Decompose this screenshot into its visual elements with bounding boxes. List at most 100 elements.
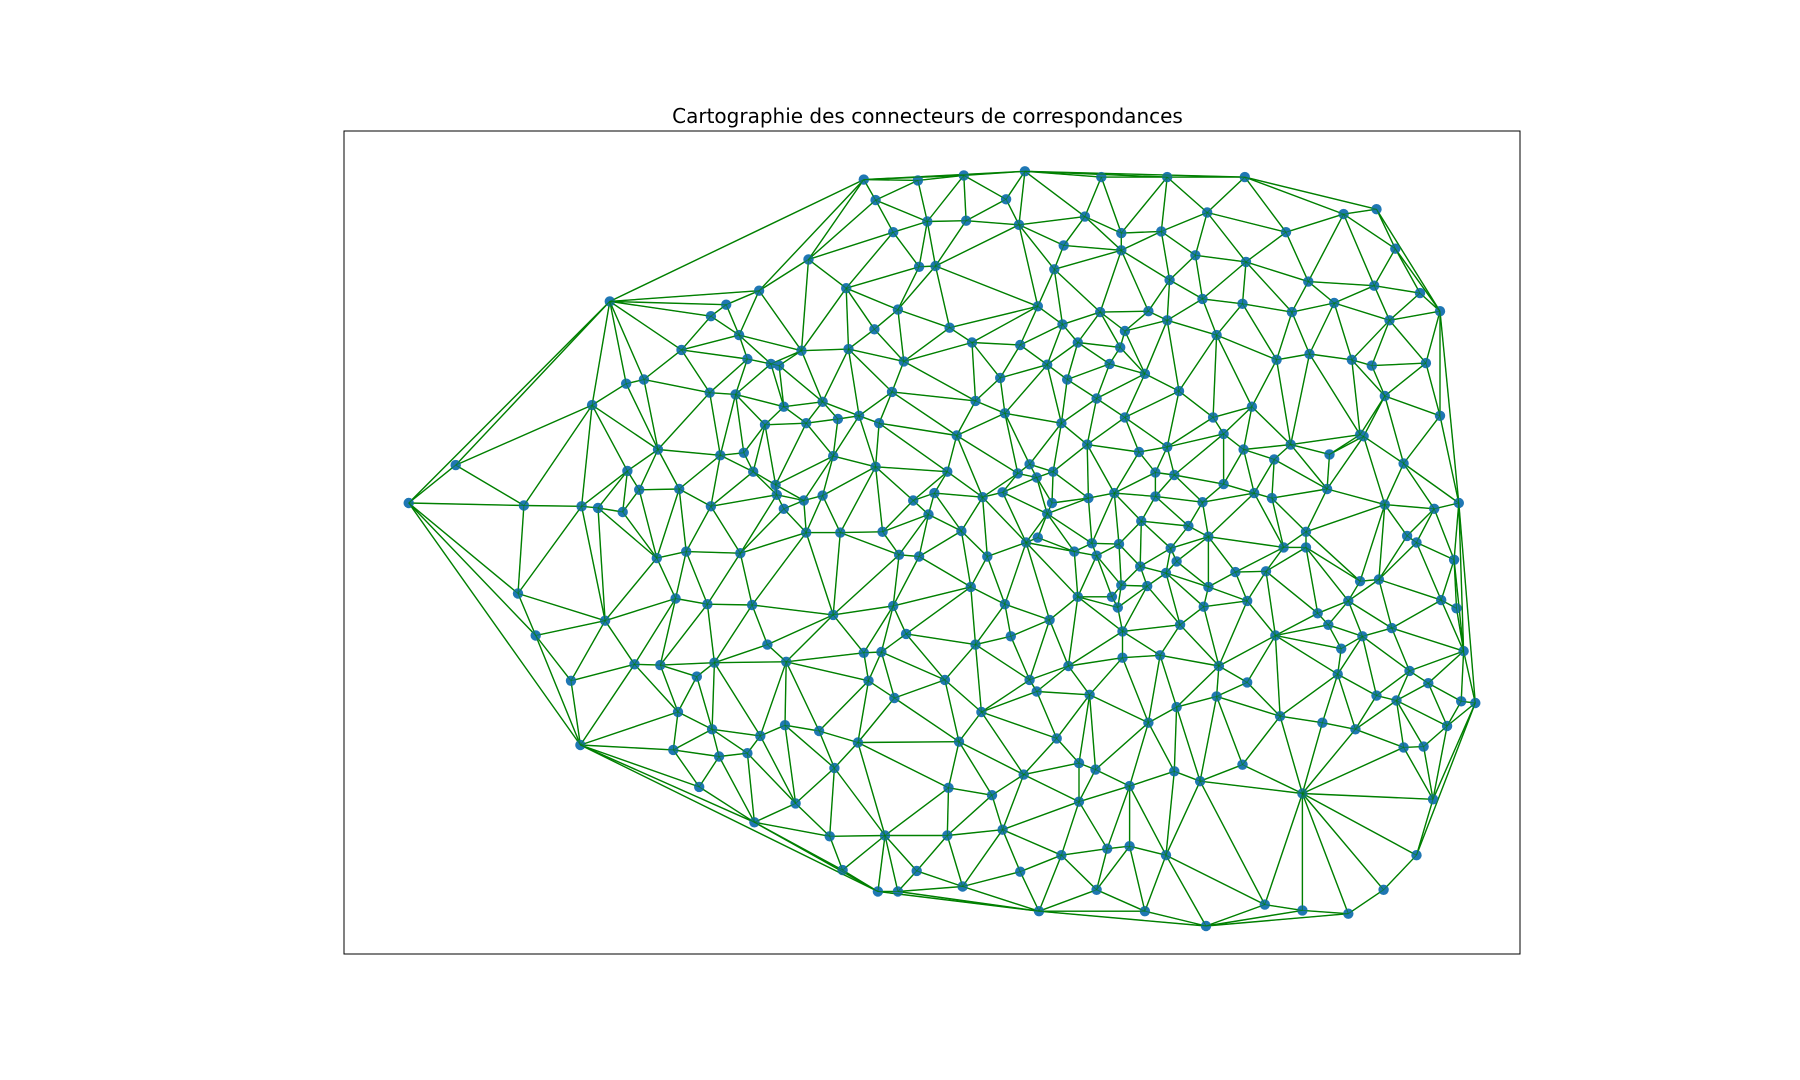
network-edge-overlay <box>795 767 835 804</box>
network-edge-overlay <box>1155 472 1175 476</box>
network-edge-overlay <box>1124 330 1146 375</box>
network-edge-overlay <box>1337 673 1377 697</box>
network-edge-overlay <box>1051 471 1054 504</box>
network-edge-overlay <box>1109 347 1121 365</box>
network-edge-overlay <box>1139 521 1142 567</box>
network-edge-overlay <box>523 505 582 507</box>
network-edge-overlay <box>803 495 823 501</box>
network-edge-overlay <box>971 342 1021 346</box>
network-edge-overlay <box>1337 648 1342 675</box>
network-edge-overlay <box>1176 665 1220 708</box>
network-edge-overlay <box>1246 635 1276 683</box>
network-edge-overlay <box>1087 498 1093 544</box>
network-edge-overlay <box>1167 433 1224 448</box>
network-edge-overlay <box>1254 492 1273 499</box>
network-edge-overlay <box>709 392 721 456</box>
network-edge-overlay <box>1025 513 1048 543</box>
network-edge-overlay <box>1119 330 1126 348</box>
network-edge-overlay <box>837 415 860 420</box>
network-edge-overlay <box>1176 706 1201 782</box>
network-edge-overlay <box>783 401 823 408</box>
network-edge-overlay <box>1046 502 1053 514</box>
network-edge-overlay <box>535 620 606 636</box>
network-edge-overlay <box>946 435 958 472</box>
network-edge-overlay <box>1122 624 1181 632</box>
network-edge-overlay <box>657 449 680 490</box>
network-edge-overlay <box>1243 406 1253 450</box>
network-edge-overlay <box>1290 434 1361 446</box>
network-edge-overlay <box>581 405 593 507</box>
network-edge-overlay <box>1077 342 1110 365</box>
network-edge-overlay <box>1047 497 1089 515</box>
network-edge-overlay <box>1460 651 1465 702</box>
network-edge-overlay <box>1427 682 1448 727</box>
network-edge-overlay <box>1019 344 1048 366</box>
network-edge-overlay <box>1124 373 1146 418</box>
network-edge-overlay <box>905 586 972 635</box>
network-edge-overlay <box>981 679 1030 713</box>
network-edge-overlay <box>1202 298 1218 336</box>
network-edge-overlay <box>1178 390 1214 418</box>
network-edge-overlay <box>1024 170 1086 217</box>
network-edge-overlay <box>1285 213 1344 233</box>
network-edge-overlay <box>1109 363 1146 375</box>
network-edge-overlay <box>1416 542 1442 601</box>
network-edge-overlay <box>918 556 972 588</box>
network-edge-overlay <box>946 787 949 836</box>
network-edge-overlay <box>832 554 900 616</box>
network-edge-overlay <box>1037 305 1063 325</box>
network-edge-overlay <box>1004 604 1012 637</box>
network-edge-overlay <box>1165 572 1209 588</box>
network-edge-overlay <box>1244 176 1377 210</box>
network-edge-overlay <box>1089 657 1123 696</box>
network-edge-overlay <box>1029 464 1038 478</box>
network-edge-overlay <box>1166 446 1175 476</box>
network-edge-overlay <box>1077 596 1123 632</box>
network-edge-overlay <box>1389 319 1427 364</box>
network-edge-overlay <box>677 676 698 713</box>
network-edge-overlay <box>1276 359 1292 445</box>
chart-title: Cartographie des connecteurs de correspo… <box>672 104 1183 128</box>
network-edge-overlay <box>696 662 715 677</box>
network-edge-overlay <box>775 422 807 486</box>
network-edge-overlay <box>808 199 876 260</box>
network-edge-overlay <box>1242 303 1292 313</box>
network-edge-overlay <box>1166 390 1180 448</box>
network-edge-overlay <box>1216 334 1253 407</box>
network-edge-overlay <box>960 530 972 587</box>
network-edge-overlay <box>903 342 973 362</box>
network-edge-overlay <box>1140 565 1167 574</box>
network-edge-overlay <box>1409 650 1464 672</box>
network-edge-overlay <box>743 424 766 454</box>
network-edge-overlay <box>710 304 727 317</box>
network-edge-overlay <box>657 392 711 450</box>
network-edge-overlay <box>1305 547 1319 614</box>
network-edge-overlay <box>1461 700 1476 704</box>
network-edge-overlay <box>840 531 883 534</box>
network-edge-overlay <box>758 179 865 292</box>
network-edge-overlay <box>1091 543 1098 556</box>
network-edge-overlay <box>1166 279 1171 321</box>
network-edge-overlay <box>770 363 785 407</box>
network-edge-overlay <box>758 258 809 292</box>
network-edge-overlay <box>783 406 807 424</box>
network-edge-overlay <box>1216 334 1277 361</box>
network-edge-overlay <box>801 350 824 402</box>
network-edge-overlay <box>1243 449 1275 460</box>
network-edge-overlay <box>1351 359 1386 397</box>
network-edge-overlay <box>1005 199 1020 226</box>
network-edge-overlay <box>933 471 948 494</box>
network-edge-overlay <box>1351 359 1361 435</box>
network-edge-overlay <box>517 505 525 594</box>
network-edge-overlay <box>1026 542 1075 553</box>
network-edge-overlay <box>1096 845 1130 891</box>
network-edge-overlay <box>1458 502 1476 704</box>
network-edge-overlay <box>1122 630 1161 656</box>
network-edge-overlay <box>1018 171 1026 225</box>
network-edge-overlay <box>1077 342 1121 348</box>
network-edge-overlay <box>897 886 963 892</box>
network-edge-overlay <box>1124 417 1140 453</box>
network-edge-overlay <box>1086 398 1098 445</box>
network-edge-overlay <box>949 305 1038 329</box>
network-edge-overlay <box>1354 695 1377 730</box>
